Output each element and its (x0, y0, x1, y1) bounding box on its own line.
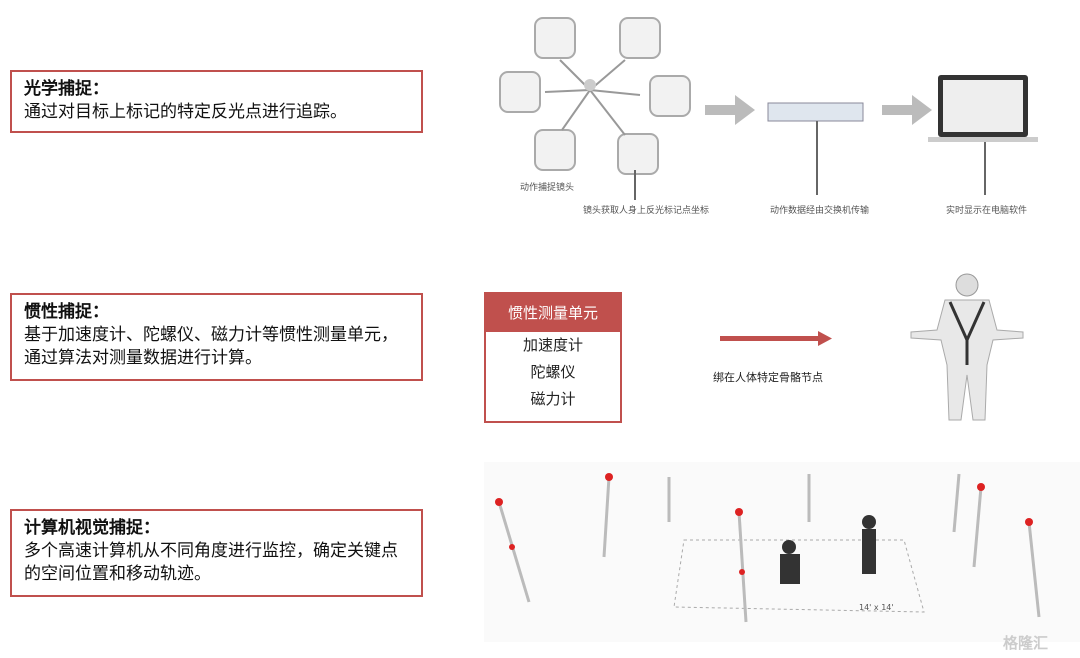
imu-header: 惯性测量单元 (486, 294, 620, 332)
camera-icon (534, 17, 576, 59)
person-icon (780, 515, 876, 584)
section-title: 计算机视觉捕捉： (24, 518, 160, 538)
person-icon (584, 79, 596, 91)
floor-label: 14' x 14' (859, 603, 894, 612)
camera-icon (499, 71, 541, 113)
caption: 动作捕捉镜头 (520, 183, 575, 193)
camera-icon (619, 17, 661, 59)
arrow-icon (882, 95, 932, 125)
inertial-capture-box: 惯性捕捉： 基于加速度计、陀螺仪、磁力计等惯性测量单元，通过算法对测量数据进行计… (10, 293, 423, 381)
vision-diagram: 14' x 14' (484, 462, 1080, 642)
optical-diagram (499, 17, 1038, 200)
caption: 实时显示在电脑软件 (946, 206, 1028, 216)
section-desc: 多个高速计算机从不同角度进行监控，确定关键点的空间位置和移动轨迹。 (24, 541, 398, 584)
camera-icon (617, 133, 659, 175)
section-desc: 通过对目标上标记的特定反光点进行追踪。 (24, 102, 347, 122)
imu-item: 磁力计 (530, 390, 576, 408)
vision-capture-box: 计算机视觉捕捉： 多个高速计算机从不同角度进行监控，确定关键点的空间位置和移动轨… (10, 509, 423, 597)
camera-icon (649, 75, 691, 117)
capture-floor (673, 539, 925, 613)
arrow-icon (705, 95, 755, 125)
imu-item: 陀螺仪 (530, 363, 576, 381)
suit-figure-icon (910, 273, 1024, 421)
imu-box: 惯性测量单元 加速度计 陀螺仪 磁力计 (484, 292, 622, 423)
imu-item: 加速度计 (522, 336, 583, 354)
red-arrow-icon (720, 331, 832, 346)
caption: 动作数据经由交换机传输 (770, 206, 870, 216)
switch-icon (767, 102, 864, 122)
arrow-label: 绑在人体特定骨骼节点 (713, 371, 823, 384)
optical-capture-box: 光学捕捉： 通过对目标上标记的特定反光点进行追踪。 (10, 70, 423, 133)
section-title: 惯性捕捉： (24, 302, 109, 322)
watermark: 格隆汇 (1003, 634, 1049, 652)
section-title: 光学捕捉： (24, 79, 109, 99)
caption: 镜头获取人身上反光标记点坐标 (583, 206, 710, 216)
camera-icon (534, 129, 576, 171)
section-desc: 基于加速度计、陀螺仪、磁力计等惯性测量单元，通过算法对测量数据进行计算。 (24, 325, 398, 368)
